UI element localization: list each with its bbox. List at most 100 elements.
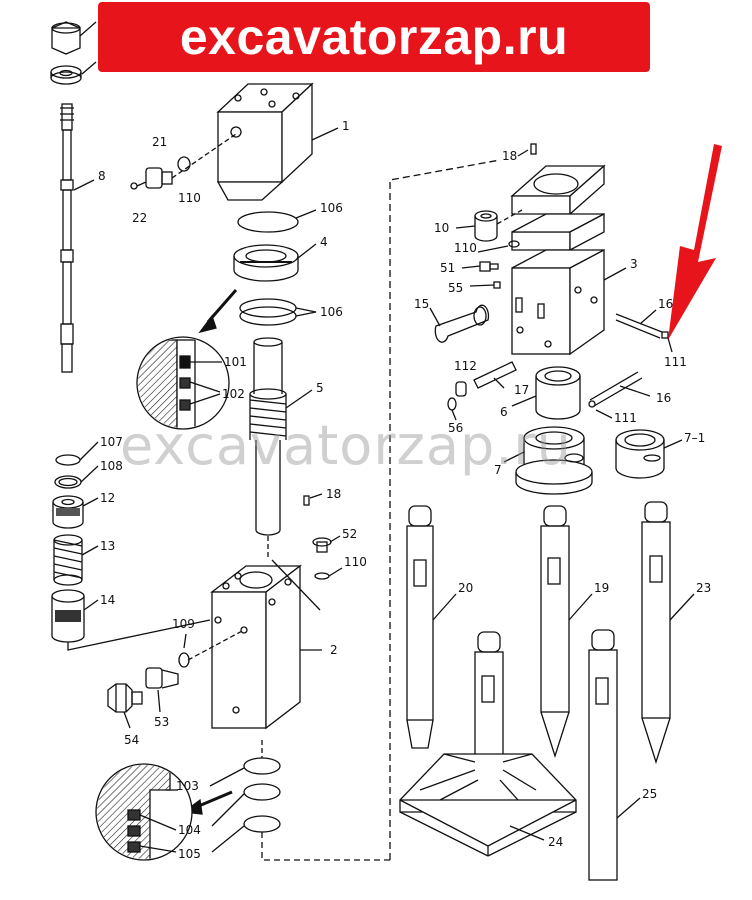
- callout-52: 52: [342, 527, 357, 541]
- callout-18: 18: [326, 487, 341, 501]
- callout-111: 111: [664, 355, 687, 369]
- seal-ring-103: [243, 757, 281, 775]
- moil-19: [540, 505, 570, 759]
- callout-14: 14: [100, 593, 115, 607]
- fitting-53: [145, 667, 179, 689]
- bushing-6: [535, 366, 581, 420]
- callout-10: 10: [434, 221, 449, 235]
- callout-111: 111: [614, 411, 637, 425]
- piston-5: [249, 337, 287, 536]
- callout-106: 106: [320, 305, 343, 319]
- seal-ring-106-top: [237, 211, 299, 233]
- callout-19: 19: [594, 581, 609, 595]
- callout-20: 20: [458, 581, 473, 595]
- rod-25: [588, 629, 618, 881]
- callout-1: 1: [342, 119, 350, 133]
- callout-22: 22: [132, 211, 147, 225]
- spring-13: [53, 534, 83, 586]
- back-head-3: [510, 164, 606, 356]
- callout-53: 53: [154, 715, 169, 729]
- callout-3: 3: [630, 257, 638, 271]
- washer-part: [50, 65, 82, 85]
- callout-24: 24: [548, 835, 563, 849]
- plug-112: [455, 381, 467, 397]
- valve-14: [51, 589, 85, 643]
- callout-17: 17: [514, 383, 529, 397]
- callout-16: 16: [656, 391, 671, 405]
- callout-labels: 1 21 22 110 8 106 4 106 101 102 5 107 10…: [98, 119, 711, 861]
- banner-text: excavatorzap.ru: [179, 9, 569, 65]
- site-banner: excavatorzap.ru: [98, 2, 650, 72]
- red-pointer-arrow: [668, 144, 722, 340]
- point-23: [641, 501, 671, 765]
- front-head-1: [216, 82, 314, 201]
- o-ring-110: [177, 156, 191, 172]
- o-ring-110-c: [508, 240, 520, 248]
- nut-part: [51, 21, 81, 55]
- callout-16: 16: [658, 297, 673, 311]
- seal-ring-106-a: [239, 298, 297, 318]
- plug-51: [479, 261, 499, 272]
- callout-25: 25: [642, 787, 657, 801]
- plug-55: [493, 281, 501, 289]
- watermark-text: excavatorzap.ru: [120, 414, 572, 477]
- callout-107: 107: [100, 435, 123, 449]
- callout-23: 23: [696, 581, 711, 595]
- callout-106: 106: [320, 201, 343, 215]
- pin-15: [434, 304, 490, 343]
- callout-112: 112: [454, 359, 477, 373]
- callout-54: 54: [124, 733, 139, 747]
- tamper-24: [399, 631, 577, 857]
- callout-51: 51: [440, 261, 455, 275]
- seal-ring-104: [243, 783, 281, 801]
- bushing-12: [52, 495, 84, 529]
- o-ring-56: [447, 397, 457, 411]
- chisel-20: [406, 505, 434, 749]
- seal-ring-105: [243, 815, 281, 833]
- callout-55: 55: [448, 281, 463, 295]
- callout-8: 8: [98, 169, 106, 183]
- rod-16-a: [615, 313, 669, 339]
- callout-18: 18: [502, 149, 517, 163]
- callout-110: 110: [344, 555, 367, 569]
- callout-105: 105: [178, 847, 201, 861]
- callout-13: 13: [100, 539, 115, 553]
- o-ring-108: [54, 475, 82, 489]
- callout-12: 12: [100, 491, 115, 505]
- callout-21: 21: [152, 135, 167, 149]
- callout-102: 102: [222, 387, 245, 401]
- callout-7-1: 7–1: [684, 431, 705, 445]
- o-ring-110-b: [314, 572, 330, 580]
- callout-7: 7: [494, 463, 502, 477]
- callout-6: 6: [500, 405, 508, 419]
- callout-109: 109: [172, 617, 195, 631]
- o-ring-109: [178, 652, 190, 668]
- o-ring-107: [55, 454, 81, 466]
- rod-16-b: [588, 371, 643, 408]
- pin-18-b: [530, 143, 537, 155]
- callout-110: 110: [178, 191, 201, 205]
- callout-56: 56: [448, 421, 463, 435]
- plug-52: [312, 537, 332, 553]
- front-bushing-7: [515, 426, 593, 495]
- screw-22: [130, 181, 147, 190]
- callout-103: 103: [176, 779, 199, 793]
- callout-108: 108: [100, 459, 123, 473]
- callout-2: 2: [330, 643, 338, 657]
- sleeve-10: [474, 210, 498, 242]
- rod-17: [473, 361, 517, 389]
- plug-54: [107, 683, 143, 713]
- callout-110: 110: [454, 241, 477, 255]
- detail-view-lower: [95, 763, 193, 861]
- callout-15: 15: [414, 297, 429, 311]
- callout-5: 5: [316, 381, 324, 395]
- seal-retainer-4: [233, 244, 299, 282]
- callout-101: 101: [224, 355, 247, 369]
- cylinder-2: [210, 564, 302, 730]
- ring-7-1: [615, 429, 665, 479]
- callout-104: 104: [178, 823, 201, 837]
- seal-ring-106-b: [239, 306, 297, 326]
- tie-rod-part: [60, 103, 74, 373]
